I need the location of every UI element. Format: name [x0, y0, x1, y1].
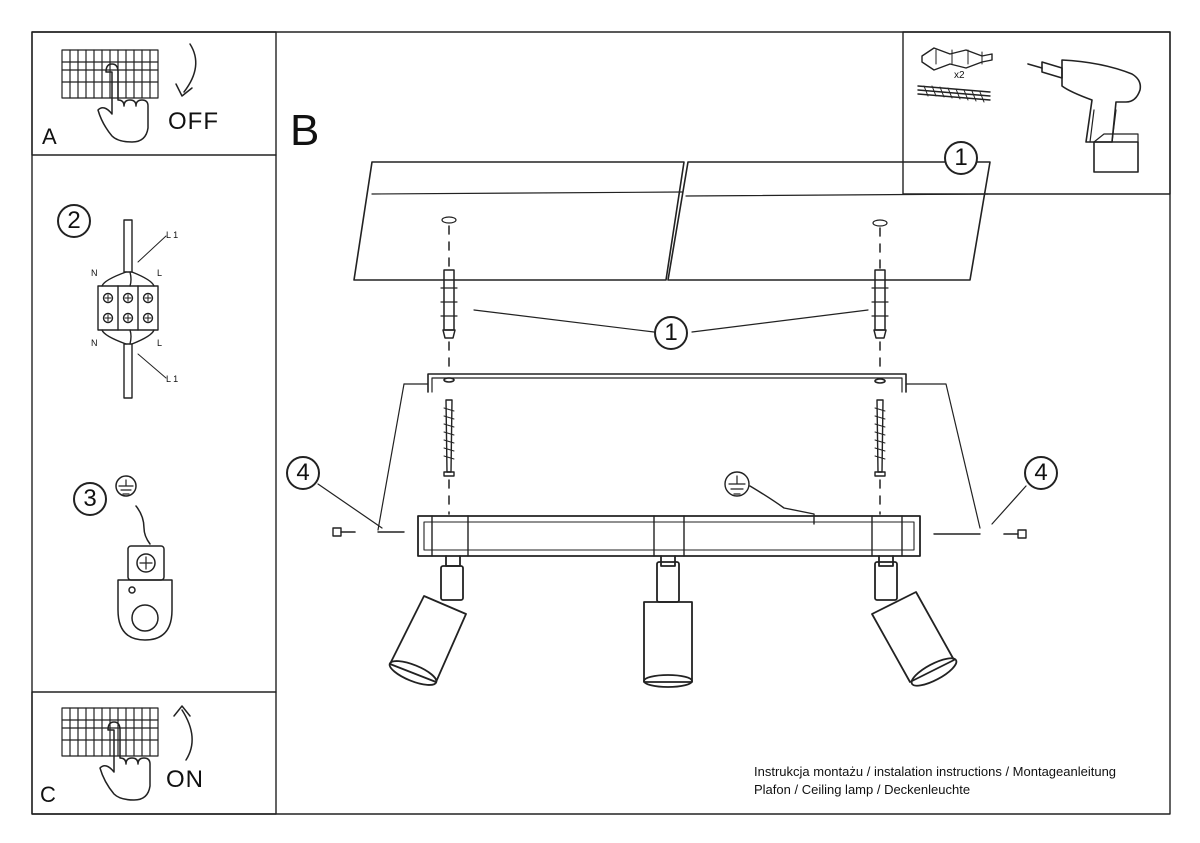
wire-label-l1-bottom: L 1	[166, 374, 179, 384]
panel-a-letter: A	[42, 124, 57, 149]
panel-c-frame	[31, 691, 277, 815]
wire-label-l-top: L	[157, 268, 163, 278]
callout-leaders	[317, 309, 1027, 529]
breaker-strip-off	[61, 49, 159, 99]
arrow-up-on	[173, 705, 193, 761]
footer-title: Instrukcja montażu / instalation instruc…	[754, 764, 1117, 779]
tools-panel-frame	[902, 31, 1171, 195]
spotlight-center	[643, 555, 693, 688]
off-label: OFF	[168, 108, 219, 135]
spotlight-right	[871, 555, 958, 687]
footer-caption: Instrukcja montażu / instalation instruc…	[754, 763, 1116, 799]
wall-plug-left	[440, 269, 458, 339]
hand-on	[99, 721, 151, 801]
alignment-dashes	[448, 225, 881, 515]
step-4-right-number: 4	[1024, 456, 1058, 490]
mounting-bracket	[427, 373, 907, 393]
panel-c-letter: C	[40, 782, 56, 807]
earth-terminal	[115, 475, 173, 641]
wall-plug-and-screw	[917, 47, 993, 103]
wire-label-n-bottom: N	[91, 338, 98, 348]
spotlight-left	[388, 555, 467, 686]
outer-frame	[31, 31, 1171, 815]
step-4-left-number: 4	[286, 456, 320, 490]
on-label: ON	[166, 766, 204, 793]
step-2-number: 2	[57, 204, 91, 238]
wire-label-n-top: N	[91, 268, 98, 278]
step-1-callout-number: 1	[654, 316, 688, 350]
earth-cable	[724, 471, 815, 525]
hand-off	[97, 63, 149, 143]
fixture-projection-lines	[377, 383, 981, 531]
footer-subtitle: Plafon / Ceiling lamp / Deckenleuchte	[754, 782, 971, 797]
panel-a-frame	[31, 31, 277, 156]
ceiling-boards	[353, 161, 991, 281]
drill-tool	[1027, 59, 1142, 173]
wire-label-l1-top: L 1	[166, 230, 179, 240]
panel-b-letter: B	[290, 106, 320, 155]
screw-right	[874, 399, 886, 477]
step-1-tools-number: 1	[944, 141, 978, 175]
plug-quantity: x2	[954, 70, 965, 81]
fixture-bar	[417, 515, 921, 557]
breaker-strip-on	[61, 707, 159, 757]
end-screw-left	[332, 527, 405, 537]
terminal-block-wiring	[97, 219, 167, 399]
ceiling-holes	[441, 216, 888, 227]
screw-left	[443, 399, 455, 477]
end-screw-right	[933, 529, 1027, 539]
wall-plug-right	[871, 269, 889, 339]
arrow-down-off	[175, 43, 197, 97]
step-3-number: 3	[73, 482, 107, 516]
wire-label-l-bottom: L	[157, 338, 163, 348]
